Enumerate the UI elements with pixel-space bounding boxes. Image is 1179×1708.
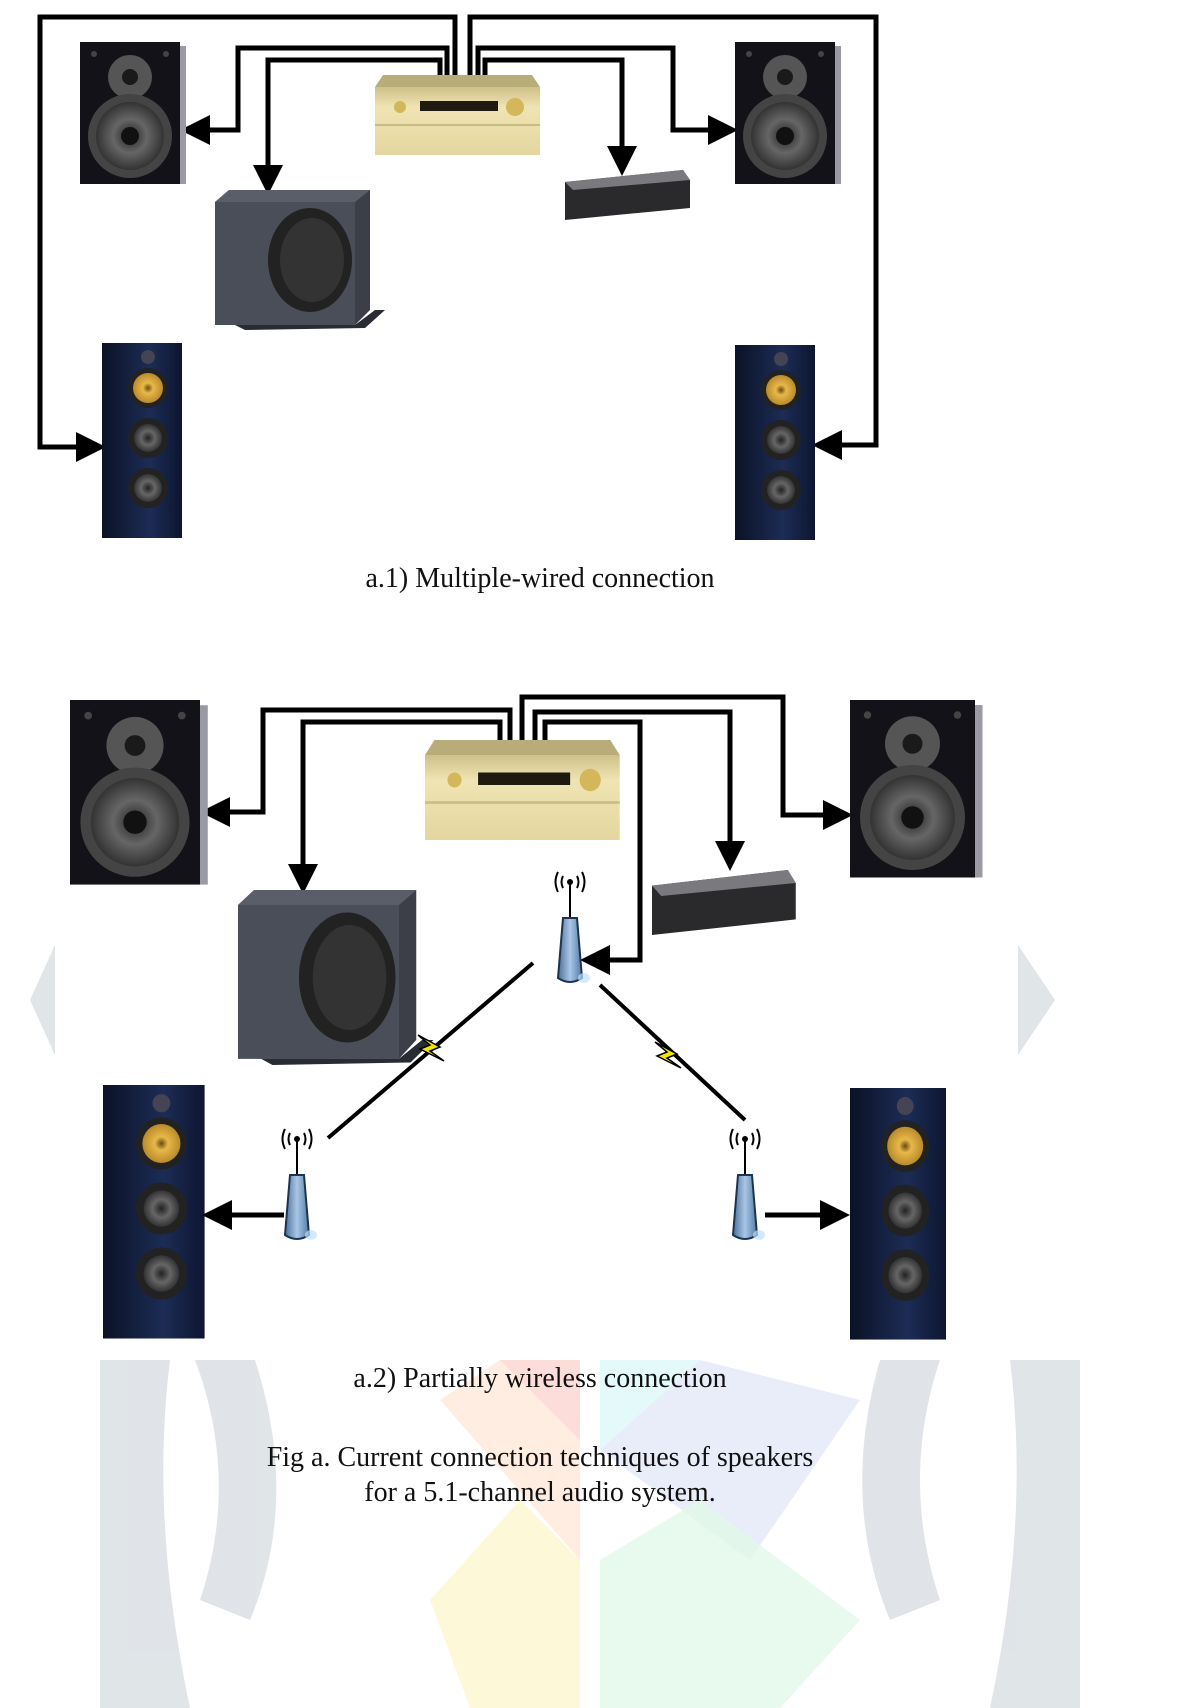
wire-subwoofer [253,57,443,195]
panel-wireless [70,694,983,1340]
wire-front-left [180,45,450,145]
surround-right-speaker [850,1088,946,1340]
front-right-speaker [735,42,841,184]
subwoofer [215,190,385,330]
surround-right-speaker [735,345,815,540]
wire-transmitter [542,719,643,975]
center-speaker [652,869,796,935]
subwoofer [238,890,434,1065]
panel-wired [37,14,879,540]
surround-left-speaker [103,1085,205,1339]
wire-front-right [475,45,738,145]
caption-panel1: a.1) Multiple-wired connection [365,563,715,594]
wire-center [482,57,637,176]
av-receiver [374,74,541,156]
wire-front-left [200,707,513,827]
wire-subwoofer [288,719,503,894]
figure-caption-line2: for a 5.1-channel audio system. [364,1477,716,1508]
wire-front-right [519,694,853,830]
av-receiver [423,738,621,842]
wireless-receiver-left-icon [281,1128,318,1241]
front-left-speaker [80,42,186,184]
wire-center [532,709,745,871]
surround-left-speaker [102,343,182,538]
front-right-speaker [850,700,983,878]
wireless-transmitter-icon [554,871,591,984]
watermark [30,945,1080,1708]
wire-surround-right [467,14,879,460]
front-left-speaker [70,700,208,885]
center-speaker [565,170,690,220]
wireless-receiver-right-icon [729,1128,766,1241]
figure-caption-line1: Fig a. Current connection techniques of … [266,1442,814,1473]
caption-panel2: a.2) Partially wireless connection [353,1363,727,1394]
wire-surround-left [37,14,458,462]
